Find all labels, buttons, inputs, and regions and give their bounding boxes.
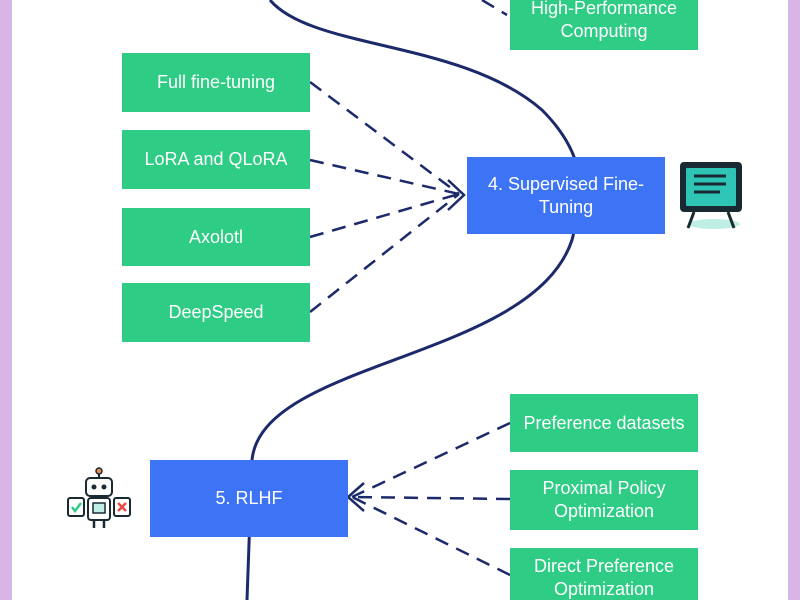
connector-full-finetuning [309, 81, 460, 195]
sft-option-deepspeed: DeepSpeed [122, 283, 310, 342]
robot-judge-icon [67, 467, 131, 528]
rlhf-option-label: Preference datasets [523, 412, 685, 433]
rlhf-arrowhead [346, 482, 365, 512]
sft-option-label: Full fine-tuning [156, 72, 276, 92]
sft-option-label: LoRA and QLoRA [144, 149, 288, 169]
connector-preference-datasets [351, 421, 511, 499]
rlhf-option-dpo: Direct Preference Optimization [510, 548, 698, 600]
rlhf-stage-box: 5. RLHF [150, 460, 348, 537]
chalkboard-icon [680, 162, 742, 229]
rlhf-option-preference-datasets: Preference datasets [510, 394, 698, 452]
sft-arrowhead [447, 179, 466, 211]
sft-option-label: DeepSpeed [168, 302, 264, 322]
connector-dpo [351, 495, 511, 577]
connector-deepspeed [309, 193, 460, 313]
hpc-label: High-Performance Computing [530, 0, 678, 41]
connector-axolotl [309, 192, 460, 239]
diagram-canvas: High-Performance Computing Full fine-tun… [12, 0, 788, 600]
rlhf-stage-title: 5. RLHF [215, 488, 283, 508]
sft-stage-title: 4. Supervised Fine-Tuning [487, 173, 645, 217]
hpc-box: High-Performance Computing [510, 0, 698, 50]
rlhf-option-ppo: Proximal Policy Optimization [510, 470, 698, 530]
sft-option-axolotl: Axolotl [122, 208, 310, 266]
connector-lora [309, 158, 460, 196]
rlhf-option-label: Direct Preference Optimization [533, 556, 675, 599]
sft-stage-box: 4. Supervised Fine-Tuning [467, 157, 665, 234]
sft-option-full-finetuning: Full fine-tuning [122, 53, 310, 112]
connector-ppo [351, 495, 511, 501]
sft-option-label: Axolotl [188, 226, 244, 247]
connector-top-hpc [481, 0, 508, 17]
sft-option-lora: LoRA and QLoRA [122, 130, 310, 189]
rlhf-option-label: Proximal Policy Optimization [542, 478, 666, 521]
